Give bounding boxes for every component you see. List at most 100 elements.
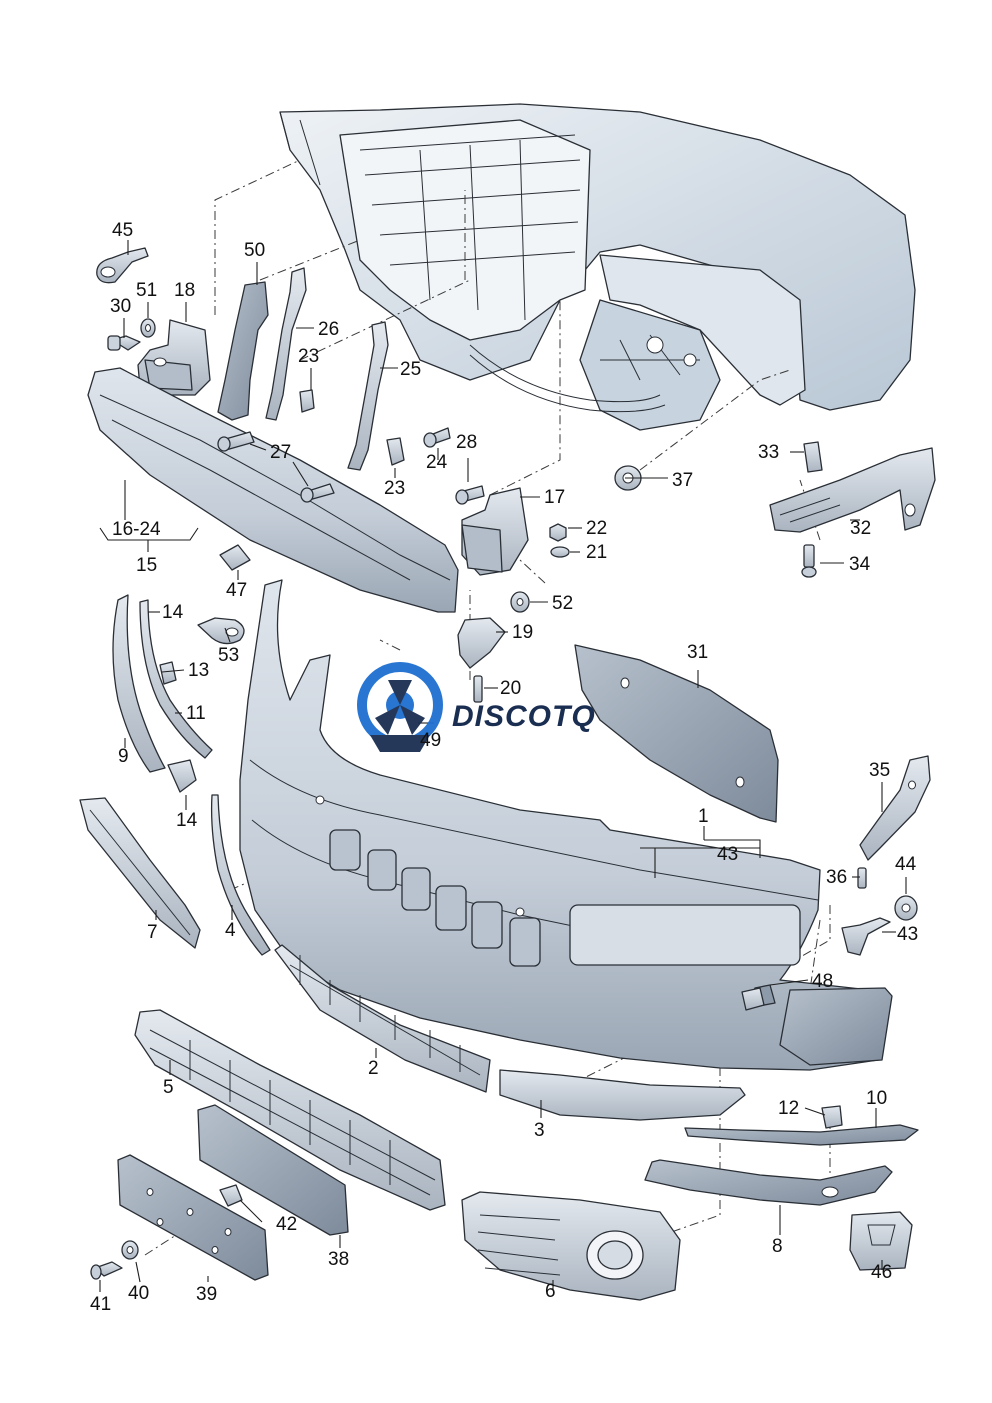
part-43-bolt — [841, 917, 891, 956]
part-27-bolt-upper — [217, 431, 255, 452]
label-34: 34 — [849, 554, 871, 575]
part-2-grille-strip — [274, 944, 491, 1093]
part-26-strip — [265, 267, 307, 421]
part-8-trim — [644, 1159, 893, 1206]
label-46: 46 — [871, 1262, 892, 1283]
label-17: 17 — [544, 487, 565, 508]
label-14b: 14 — [176, 810, 198, 831]
label-43b: 43 — [897, 924, 918, 945]
part-35-bracket — [859, 755, 931, 861]
label-3: 3 — [534, 1120, 545, 1141]
part-14-cap — [167, 759, 197, 793]
part-9-trim — [112, 594, 166, 773]
label-14a: 14 — [162, 602, 184, 623]
part-39-plate-holder — [117, 1154, 269, 1281]
label-6: 6 — [545, 1281, 556, 1302]
part-41-screw — [90, 1261, 123, 1280]
label-48: 48 — [812, 971, 833, 992]
part-31-plate — [574, 644, 779, 823]
part-4-grille-strip — [210, 794, 271, 956]
label-37: 37 — [672, 470, 693, 491]
car-front-body — [279, 103, 916, 431]
label-35: 35 — [869, 760, 890, 781]
label-41: 41 — [90, 1294, 111, 1315]
label-44: 44 — [895, 854, 917, 875]
label-49: 49 — [420, 730, 441, 751]
part-45-strap — [96, 247, 149, 284]
label-26: 26 — [318, 319, 339, 340]
callout-labels: 45 50 51 18 30 26 23 25 27 28 24 23 17 2… — [90, 220, 918, 1315]
label-42: 42 — [276, 1214, 297, 1235]
part-30-bolt — [107, 335, 141, 351]
part-34-bolt — [801, 544, 817, 578]
label-32: 32 — [850, 518, 871, 539]
part-46-reflector — [849, 1211, 913, 1271]
part-25-strip — [347, 321, 389, 471]
label-23a: 23 — [298, 346, 319, 367]
part-27-bolt-lower — [300, 483, 335, 503]
label-28: 28 — [456, 432, 477, 453]
part-50-bracket — [217, 281, 269, 421]
part-33-clip — [803, 441, 823, 473]
part-7-reflector — [79, 797, 201, 949]
label-53: 53 — [218, 645, 239, 666]
label-11: 11 — [186, 703, 206, 724]
part-19-bracket — [457, 617, 506, 669]
part-3-trim — [499, 1069, 746, 1121]
part-24-bolt — [423, 427, 451, 448]
label-13: 13 — [188, 660, 209, 681]
part-21-washer — [550, 546, 570, 558]
label-43a: 43 — [717, 844, 738, 865]
label-40: 40 — [128, 1283, 149, 1304]
label-15: 15 — [136, 555, 157, 576]
part-18-bracket — [137, 319, 211, 396]
part-1-bumper-cover — [239, 579, 893, 1071]
part-15-bumper-carrier — [87, 367, 459, 613]
leader-lines — [99, 240, 907, 1292]
part-48-clip — [741, 987, 765, 1011]
label-16-24: 16-24 — [112, 519, 161, 540]
part-6-fog-grille — [461, 1191, 681, 1301]
label-25: 25 — [400, 359, 421, 380]
label-19: 19 — [512, 622, 533, 643]
part-22-nut — [549, 523, 567, 542]
label-23b: 23 — [384, 478, 405, 499]
label-31: 31 — [687, 642, 708, 663]
label-20: 20 — [500, 678, 521, 699]
label-12: 12 — [778, 1098, 799, 1119]
part-53-tie — [197, 617, 245, 645]
part-5-grille — [134, 1009, 446, 1211]
part-10-trim — [684, 1124, 919, 1146]
part-36-screw — [857, 867, 867, 889]
part-42-clip — [219, 1184, 243, 1207]
part-51-washer — [140, 318, 156, 338]
part-20-bolt — [473, 675, 483, 703]
part-23-clip-upper — [299, 389, 315, 413]
watermark-text: DISCOTQ — [452, 700, 596, 733]
part-14-strip — [139, 599, 213, 759]
label-45: 45 — [112, 220, 133, 241]
label-10: 10 — [866, 1088, 887, 1109]
part-17-bracket — [461, 487, 529, 576]
label-50: 50 — [244, 240, 265, 261]
label-9: 9 — [118, 746, 129, 767]
label-52: 52 — [552, 593, 573, 614]
part-52-washer — [510, 591, 530, 613]
label-27: 27 — [270, 442, 291, 463]
part-40-washer — [121, 1240, 139, 1260]
label-5: 5 — [163, 1077, 174, 1098]
part-44-nut — [894, 895, 918, 921]
label-51: 51 — [136, 280, 157, 301]
label-30: 30 — [110, 296, 131, 317]
label-39: 39 — [196, 1284, 217, 1305]
label-24: 24 — [426, 452, 448, 473]
label-22: 22 — [586, 518, 607, 539]
label-4: 4 — [225, 920, 236, 941]
part-12-clip — [821, 1105, 843, 1129]
label-47: 47 — [226, 580, 247, 601]
discotq-logo-icon — [357, 662, 443, 752]
part-28-bolt — [455, 485, 485, 505]
part-47-pad — [219, 544, 251, 571]
label-1: 1 — [698, 806, 709, 827]
